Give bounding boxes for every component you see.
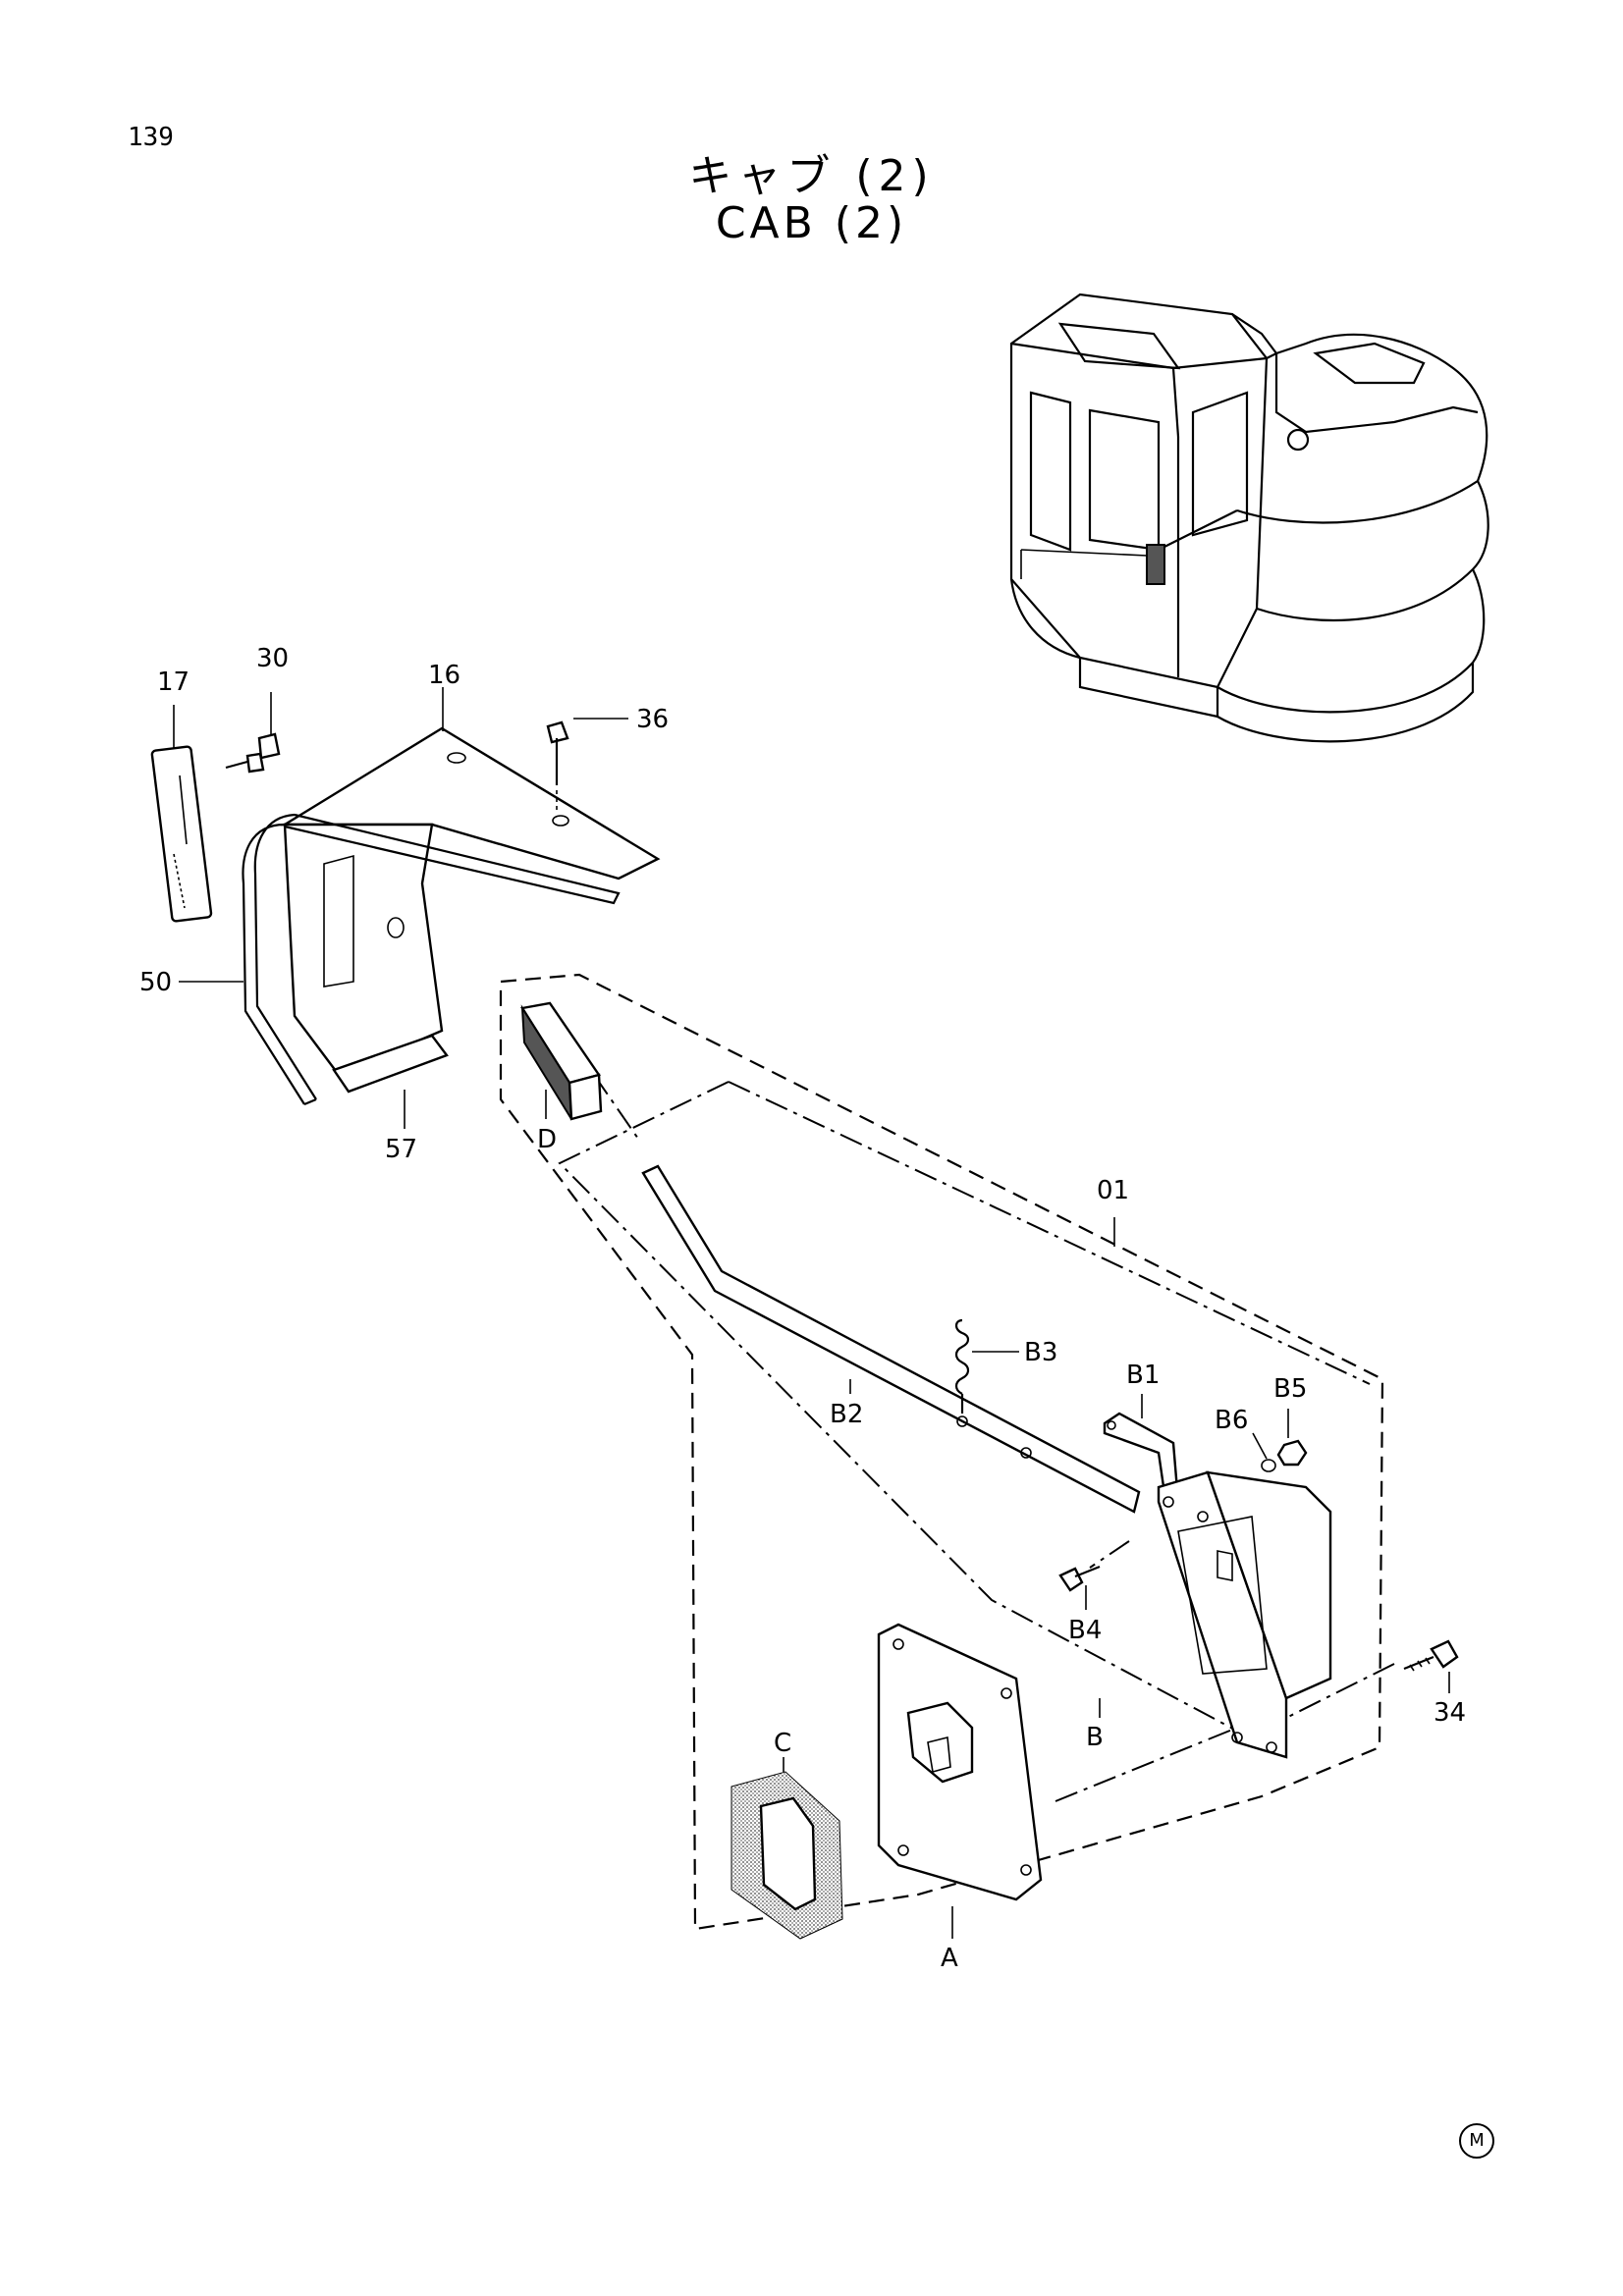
part-A-plate [877,1623,1043,1901]
callout-D: D [537,1125,558,1154]
title-japanese: キャブ (2) [688,151,935,201]
machine-overview-illustration [1009,293,1489,743]
leader-lines [173,687,1450,1939]
part-B2-rod [641,1164,1141,1514]
callout-B1: B1 [1126,1361,1161,1390]
callout-B: B [1086,1723,1104,1752]
part-57-strip [332,1034,449,1094]
part-B3-spring [954,1318,970,1414]
part-C-gasket [730,1771,843,1940]
callout-17: 17 [157,667,190,697]
part-17-plate [150,745,213,923]
callout-B5: B5 [1273,1374,1308,1404]
callout-30: 30 [256,644,290,673]
callout-A: A [941,1944,958,1973]
part-B1-bracket [1103,1412,1332,1759]
page-number: 139 [128,123,174,152]
callout-C: C [774,1729,792,1758]
part-50-seal-outer [242,823,305,1105]
callout-36: 36 [636,705,670,734]
callout-34: 34 [1434,1698,1467,1728]
callout-B4: B4 [1068,1616,1103,1645]
callout-01: 01 [1097,1176,1130,1205]
callout-B3: B3 [1024,1338,1058,1367]
part-B4-bolt [1058,1565,1101,1592]
part-B5-nut [1276,1439,1308,1467]
part-30-bolt [257,732,281,760]
bracket-assembly [150,721,661,1106]
phantom-line-1 [558,1081,1287,1758]
part-B6-washer [1261,1459,1276,1472]
part-36-screw [546,721,569,744]
callout-57: 57 [385,1135,418,1164]
title-english: CAB (2) [715,198,908,248]
callout-50: 50 [139,968,173,997]
part-34-bolt [1403,1639,1459,1672]
assembly-01-outline [499,973,1384,1931]
part-16-bracket-side [283,823,444,1077]
callout-16: 16 [428,661,461,690]
callout-B2: B2 [830,1400,864,1429]
part-D-block [520,1001,603,1121]
corner-mark: M [1459,2123,1494,2159]
callout-B6: B6 [1215,1406,1249,1435]
